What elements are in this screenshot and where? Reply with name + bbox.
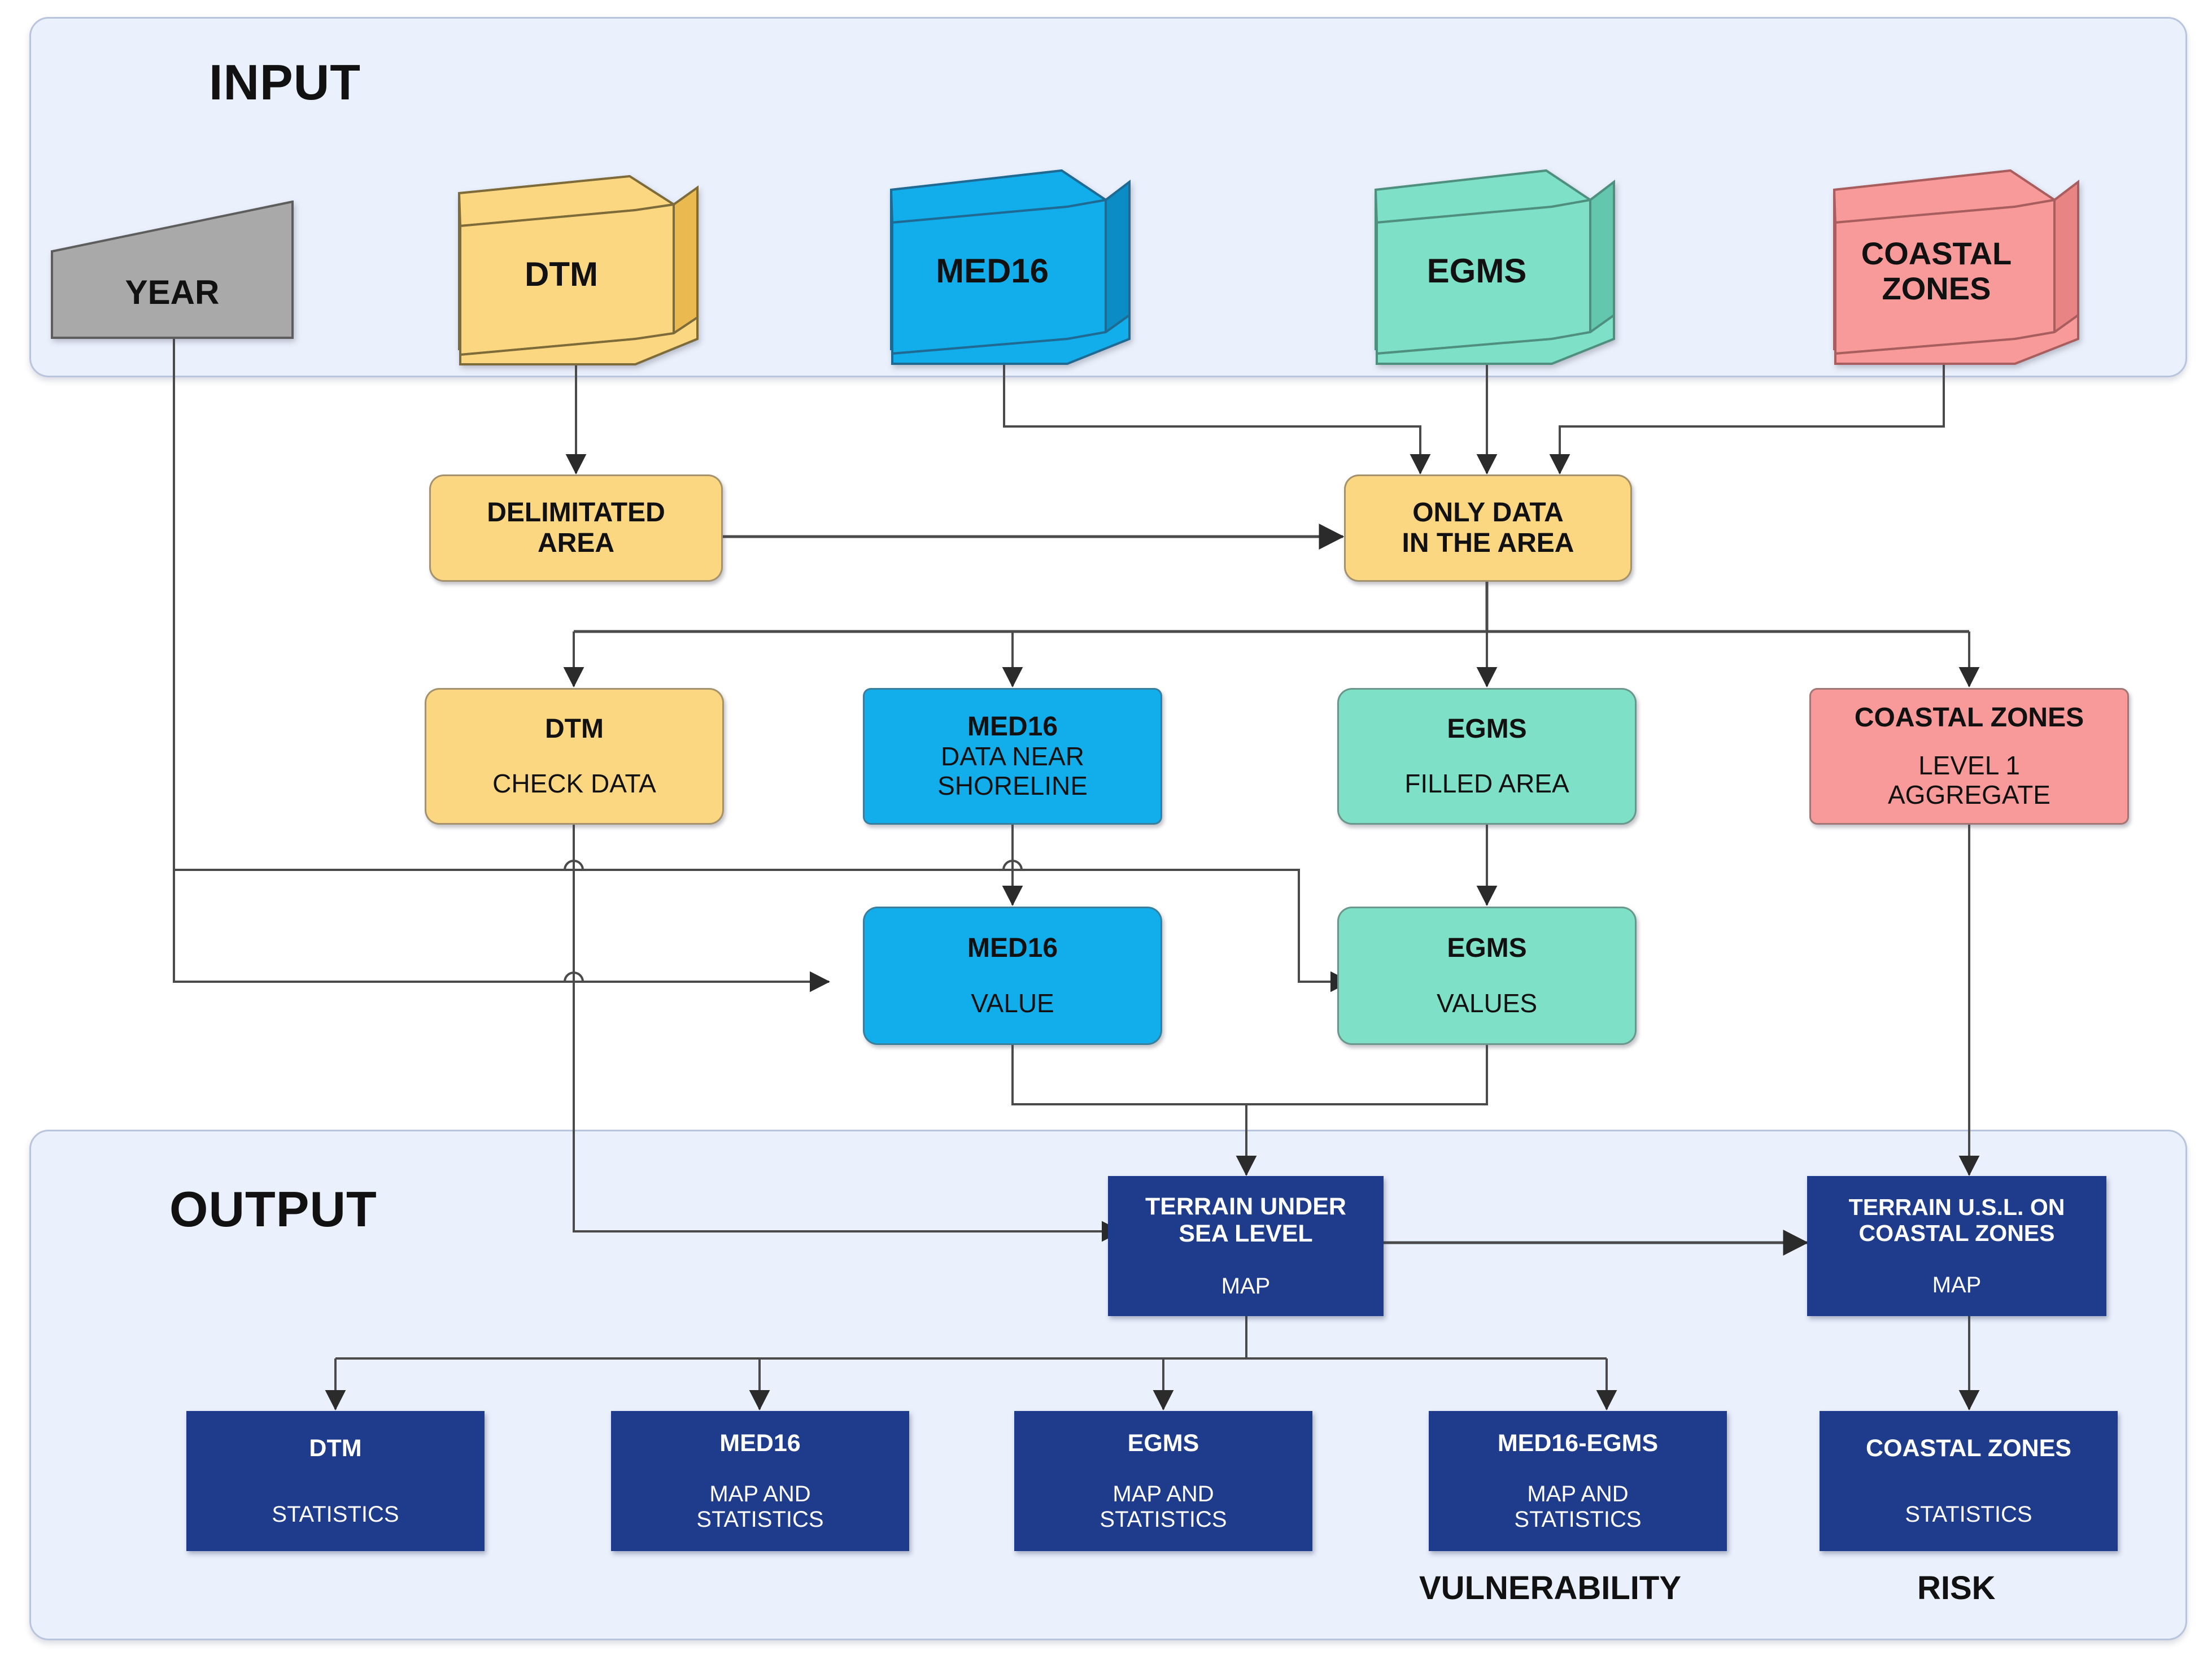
- process-egms-filled-area[interactable]: EGMS FILLED AREA: [1337, 688, 1637, 825]
- terrain-cz-title: TERRAIN U.S.L. ON: [1848, 1194, 2065, 1221]
- output-stat-med16[interactable]: MED16 MAP AND STATISTICS: [611, 1411, 909, 1551]
- terrain-cz-sub: MAP: [1932, 1272, 1982, 1297]
- med16-shoreline-title: MED16: [967, 711, 1058, 742]
- output-stat-coastal-zones[interactable]: COASTAL ZONES STATISTICS: [1820, 1411, 2118, 1551]
- egms-filled-title: EGMS: [1447, 713, 1527, 744]
- output-stat-dtm[interactable]: DTM STATISTICS: [186, 1411, 485, 1551]
- stat-egms-sub2: STATISTICS: [1100, 1507, 1227, 1532]
- input-node-med16[interactable]: MED16: [881, 163, 1135, 366]
- med16-value-title: MED16: [967, 933, 1058, 964]
- coastal-level1-sub2: AGGREGATE: [1888, 780, 2050, 810]
- delimitated-area-title: DELIMITATED: [487, 497, 665, 528]
- terrain-cz-title2: COASTAL ZONES: [1858, 1220, 2055, 1247]
- process-egms-values[interactable]: EGMS VALUES: [1337, 907, 1637, 1045]
- output-panel-title: OUTPUT: [169, 1181, 377, 1237]
- coastal-level1-sub1: LEVEL 1: [1918, 751, 2020, 781]
- only-data-title2: IN THE AREA: [1402, 528, 1574, 558]
- input-node-dtm[interactable]: DTM: [449, 169, 703, 367]
- output-terrain-usl-coastal-zones[interactable]: TERRAIN U.S.L. ON COASTAL ZONES MAP: [1807, 1176, 2106, 1316]
- output-stat-egms[interactable]: EGMS MAP AND STATISTICS: [1014, 1411, 1312, 1551]
- only-data-title: ONLY DATA: [1412, 497, 1564, 528]
- caption-vulnerability: VULNERABILITY: [1419, 1570, 1681, 1606]
- stat-dtm-title: DTM: [309, 1435, 362, 1462]
- process-dtm-check-data[interactable]: DTM CHECK DATA: [425, 688, 724, 825]
- input-node-egms[interactable]: EGMS: [1365, 163, 1620, 366]
- caption-risk: RISK: [1917, 1570, 1996, 1606]
- terrain-usl-title2: SEA LEVEL: [1179, 1220, 1313, 1248]
- stat-dtm-sub1: STATISTICS: [272, 1501, 399, 1527]
- stat-coastal-sub1: STATISTICS: [1905, 1501, 2032, 1527]
- med16-shoreline-sub2: SHORELINE: [937, 771, 1088, 801]
- process-med16-data-near-shoreline[interactable]: MED16 DATA NEAR SHORELINE: [863, 688, 1162, 825]
- delimitated-area-title2: AREA: [537, 528, 614, 558]
- stat-med16-sub2: STATISTICS: [696, 1507, 824, 1532]
- med16-value-sub: VALUE: [971, 988, 1054, 1018]
- stat-med16-title: MED16: [719, 1429, 801, 1457]
- egms-values-sub: VALUES: [1436, 988, 1538, 1018]
- coastal-level1-title: COASTAL ZONES: [1854, 702, 2084, 733]
- stat-med16-sub1: MAP AND: [709, 1482, 811, 1507]
- stat-med16-egms-sub1: MAP AND: [1527, 1482, 1629, 1507]
- output-stat-med16-egms[interactable]: MED16-EGMS MAP AND STATISTICS: [1429, 1411, 1727, 1551]
- process-only-data-in-the-area[interactable]: ONLY DATA IN THE AREA: [1344, 474, 1632, 582]
- terrain-usl-title: TERRAIN UNDER: [1145, 1192, 1346, 1220]
- process-delimitated-area[interactable]: DELIMITATED AREA: [429, 474, 723, 582]
- stat-egms-title: EGMS: [1127, 1429, 1199, 1457]
- stat-med16-egms-sub2: STATISTICS: [1514, 1507, 1642, 1532]
- stat-med16-egms-title: MED16-EGMS: [1497, 1429, 1659, 1457]
- stat-coastal-title: COASTAL ZONES: [1866, 1435, 2071, 1462]
- dtm-check-data-sub: CHECK DATA: [492, 769, 656, 799]
- output-terrain-under-sea-level[interactable]: TERRAIN UNDER SEA LEVEL MAP: [1108, 1176, 1384, 1316]
- input-node-coastal-zones[interactable]: COASTAL ZONES: [1824, 163, 2084, 366]
- input-node-year[interactable]: YEAR: [51, 201, 294, 339]
- terrain-usl-sub: MAP: [1221, 1273, 1271, 1299]
- egms-filled-sub: FILLED AREA: [1404, 769, 1569, 799]
- dtm-check-data-title: DTM: [545, 713, 604, 744]
- egms-values-title: EGMS: [1447, 933, 1527, 964]
- process-med16-value[interactable]: MED16 VALUE: [863, 907, 1162, 1045]
- input-panel-title: INPUT: [209, 54, 361, 110]
- med16-shoreline-sub1: DATA NEAR: [941, 742, 1084, 772]
- process-coastal-zones-level1[interactable]: COASTAL ZONES LEVEL 1 AGGREGATE: [1809, 688, 2129, 825]
- stat-egms-sub1: MAP AND: [1112, 1482, 1214, 1507]
